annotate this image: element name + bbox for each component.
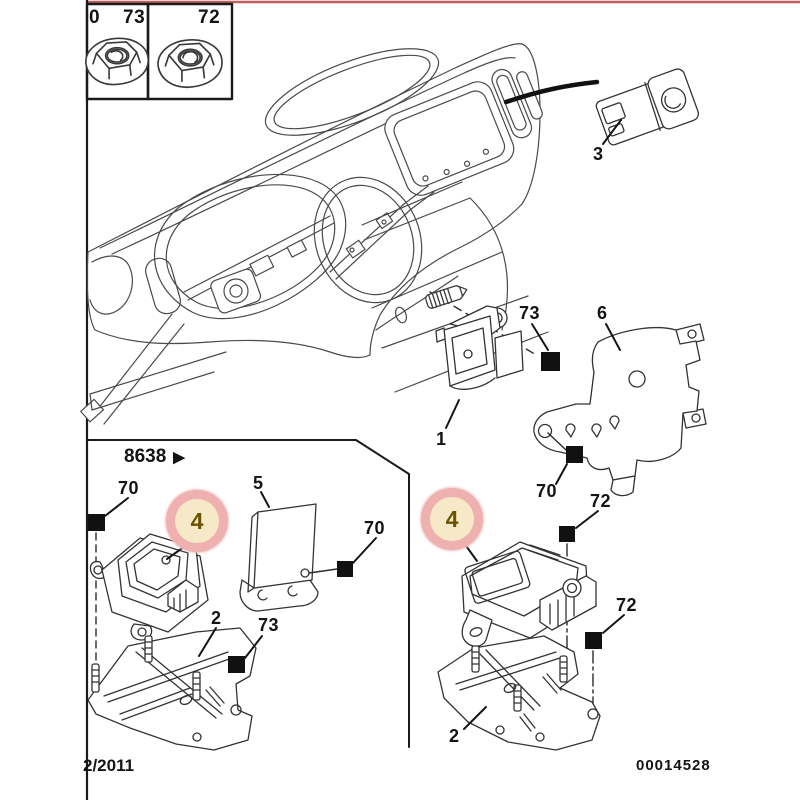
legend-label-73[interactable]: 73 <box>123 7 146 28</box>
fastener-marker-73-mid[interactable] <box>541 352 560 371</box>
subpanel-border <box>86 439 410 748</box>
callout-ecu-right-4: 4 <box>445 505 459 532</box>
fastener-marker-70-right[interactable] <box>337 561 353 577</box>
fastener-marker-70-left[interactable] <box>88 514 105 531</box>
marker-links <box>308 432 567 574</box>
mounting-bracket-right-part2 <box>437 635 601 751</box>
cover-plate-part5 <box>239 503 319 612</box>
bracket-part6 <box>533 323 707 497</box>
fastener-marker-70-mid[interactable] <box>566 446 583 463</box>
sensor-stud <box>425 285 468 309</box>
callout-bracket-6[interactable]: 6 <box>597 303 608 323</box>
selected-part-highlight-right[interactable]: 4 <box>421 488 483 550</box>
callout-bracket-2-left[interactable]: 2 <box>211 608 222 628</box>
highlight-ring-right: 4 <box>430 497 474 541</box>
callout-nut-72-bottom[interactable]: 72 <box>616 595 638 615</box>
callout-ecu-left-4: 4 <box>190 507 204 534</box>
callout-nut-73-left[interactable]: 73 <box>258 615 280 635</box>
flange-nut-icon <box>85 37 223 88</box>
dashboard-illustration <box>80 43 549 425</box>
callout-nut-70-mid[interactable]: 70 <box>536 481 558 501</box>
callout-nut-72-top[interactable]: 72 <box>590 491 612 511</box>
selected-part-highlight-left[interactable]: 4 <box>166 490 228 552</box>
panel-ref-code: 8638 <box>124 446 167 467</box>
fastener-markers <box>88 352 602 673</box>
callout-sensor-1[interactable]: 1 <box>436 429 447 449</box>
panel-reference[interactable]: 8638 ▶ <box>124 446 185 468</box>
fastener-marker-73-left[interactable] <box>228 656 245 673</box>
fastener-marker-72-bottom[interactable] <box>585 632 602 649</box>
footer-doc-number: 00014528 <box>636 757 711 774</box>
highlight-ring-left: 4 <box>175 499 219 543</box>
callout-nut-70-right[interactable]: 70 <box>364 518 386 538</box>
switch-part3 <box>595 68 699 146</box>
callout-cover-5[interactable]: 5 <box>253 473 264 493</box>
legend-label-70-cut[interactable]: 0 <box>89 7 101 28</box>
impact-sensor-part1 <box>435 305 524 390</box>
callout-bracket-2-right[interactable]: 2 <box>449 726 460 746</box>
callout-nut-70-left[interactable]: 70 <box>118 478 140 498</box>
mounting-bracket-left-part2 <box>87 627 257 751</box>
callout-switch-3[interactable]: 3 <box>593 144 604 164</box>
callout-nut-73-mid[interactable]: 73 <box>519 303 541 323</box>
fastener-marker-72-top[interactable] <box>559 526 575 542</box>
ecu-module-right-part4 <box>461 541 597 647</box>
ecu-module-left-part4 <box>89 533 209 641</box>
legend-boxes <box>85 2 234 101</box>
footer-date: 2/2011 <box>83 756 135 775</box>
switch-leader-swoosh <box>503 79 600 105</box>
right-arrow-icon: ▶ <box>173 448 185 466</box>
legend-label-72[interactable]: 72 <box>198 7 221 28</box>
